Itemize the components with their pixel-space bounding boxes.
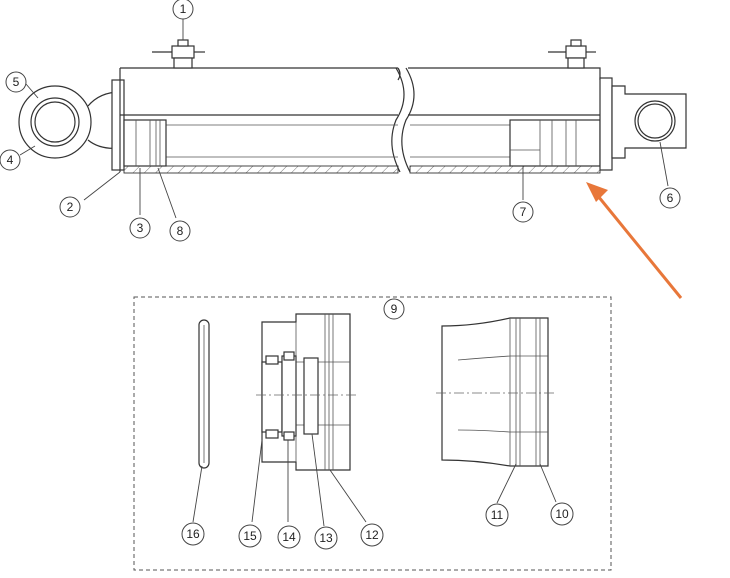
- callout-9: 9: [383, 298, 405, 320]
- svg-text:3: 3: [137, 221, 144, 235]
- callout-12: 12: [360, 523, 384, 547]
- piston-seal-group: [436, 317, 556, 467]
- svg-text:9: 9: [391, 302, 398, 316]
- svg-text:16: 16: [186, 527, 200, 541]
- svg-text:5: 5: [13, 75, 20, 89]
- callout-4: 4: [0, 149, 21, 171]
- svg-text:1: 1: [180, 2, 187, 16]
- barrel: [119, 67, 601, 174]
- callout-1: 1: [172, 0, 194, 20]
- callout-11: 11: [485, 503, 509, 527]
- svg-text:4: 4: [7, 153, 14, 167]
- right-piston: [509, 119, 601, 167]
- svg-text:11: 11: [491, 508, 504, 522]
- highlight-arrow: [586, 182, 683, 299]
- left-clevis-eye: [18, 85, 121, 159]
- seal-kit-box: [133, 296, 612, 571]
- callout-3: 3: [129, 217, 151, 239]
- callout-8: 8: [169, 220, 191, 242]
- callout-13: 13: [314, 526, 338, 550]
- leader-lines: [19, 19, 669, 527]
- callout-7: 7: [512, 201, 534, 223]
- left-gland: [123, 119, 167, 167]
- callout-15: 15: [238, 524, 262, 548]
- callout-2: 2: [59, 196, 81, 218]
- svg-text:12: 12: [365, 528, 379, 542]
- callout-14: 14: [277, 525, 301, 549]
- part-16-strip: [198, 319, 210, 469]
- cylinder-assembly: [18, 39, 687, 174]
- callout-6: 6: [659, 187, 681, 209]
- callout-10: 10: [550, 502, 574, 526]
- svg-text:10: 10: [555, 507, 569, 521]
- right-clevis: [599, 77, 687, 171]
- callout-16: 16: [181, 522, 205, 546]
- svg-text:15: 15: [243, 529, 257, 543]
- right-port-fitting: [548, 39, 596, 69]
- gland-seal-group: [256, 313, 358, 471]
- left-end-cap: [111, 79, 125, 171]
- svg-text:2: 2: [67, 200, 74, 214]
- svg-text:7: 7: [520, 205, 527, 219]
- left-port-fitting: [152, 39, 205, 69]
- svg-text:8: 8: [177, 224, 184, 238]
- svg-text:13: 13: [319, 531, 333, 545]
- svg-text:14: 14: [282, 530, 296, 544]
- svg-text:6: 6: [667, 191, 674, 205]
- callout-5: 5: [5, 71, 27, 93]
